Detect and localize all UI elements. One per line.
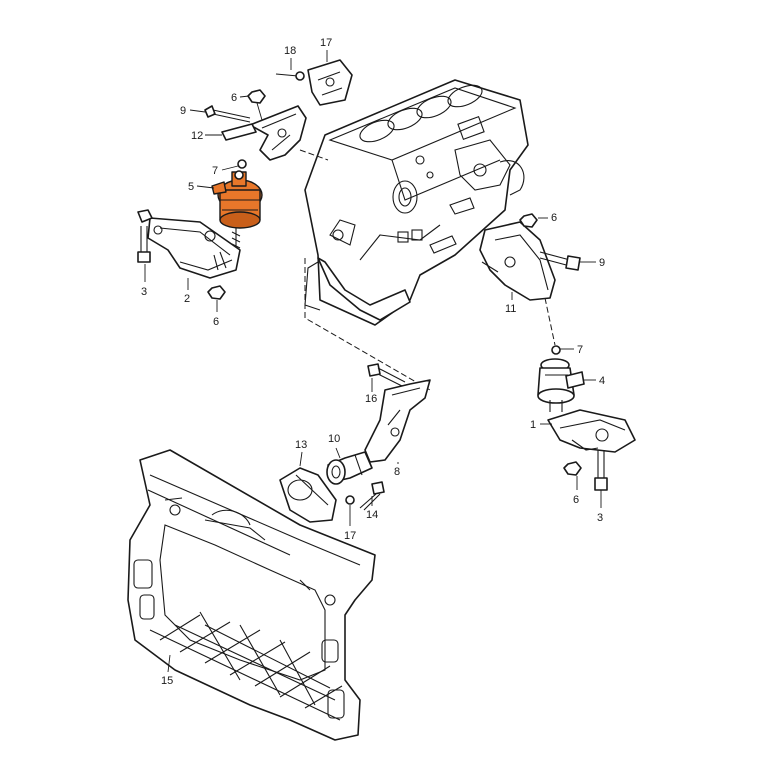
callout-7-left: 7 [212,165,218,177]
bolt-3-left [137,226,151,263]
callout-10: 10 [328,433,340,445]
callout-18: 18 [284,45,296,57]
callout-2: 2 [184,293,190,305]
leader-dash [299,149,329,161]
nut-6-lower [563,461,582,476]
washer-7-left [237,159,247,169]
callout-17-top: 17 [320,37,332,49]
callout-7-right: 7 [577,344,583,356]
callout-3-right: 3 [597,512,603,524]
bushing-10 [326,451,373,485]
callout-1: 1 [530,419,536,431]
callout-9-right: 9 [599,257,605,269]
bolt-9-left [204,105,251,123]
bolt-16 [367,363,406,387]
nut-6-top [247,89,266,104]
clip-left [137,209,153,223]
washer-17-lower [345,495,355,505]
bracket-12 [221,105,307,161]
bolt-18 [275,71,305,81]
callout-5: 5 [188,181,194,193]
bracket-8 [364,379,431,463]
nut-6-left [207,285,226,300]
callout-6-top: 6 [231,92,237,104]
callout-9-left: 9 [180,105,186,117]
leader-dash [544,297,556,346]
callout-11: 11 [505,303,516,315]
bracket-2 [147,217,241,279]
callout-17-lower: 17 [344,530,356,542]
callout-12: 12 [191,130,203,142]
bracket-1 [547,409,636,453]
mount-5-highlighted [211,170,263,249]
bracket-11 [479,221,556,301]
washer-7-right [551,345,561,355]
callout-13: 13 [295,439,307,451]
callout-15: 15 [161,675,173,687]
callout-4: 4 [599,375,605,387]
leader-dash [304,258,431,391]
bolt-14 [359,481,385,511]
callout-8: 8 [394,466,400,478]
bracket-17-top [307,59,353,106]
front-frame-15 [127,449,376,741]
bolt-3-right [594,450,608,491]
callout-6-left: 6 [213,316,219,328]
engine-block [304,79,529,326]
mount-4 [537,358,585,412]
callout-6-lower: 6 [573,494,579,506]
mount-13 [279,467,337,523]
leader-lines [144,50,602,673]
callout-6-right: 6 [551,212,557,224]
callout-14: 14 [366,509,378,521]
bolt-9-right [539,251,581,271]
callout-16: 16 [365,393,377,405]
callout-3-left: 3 [141,286,147,298]
nut-6-right [519,213,538,228]
